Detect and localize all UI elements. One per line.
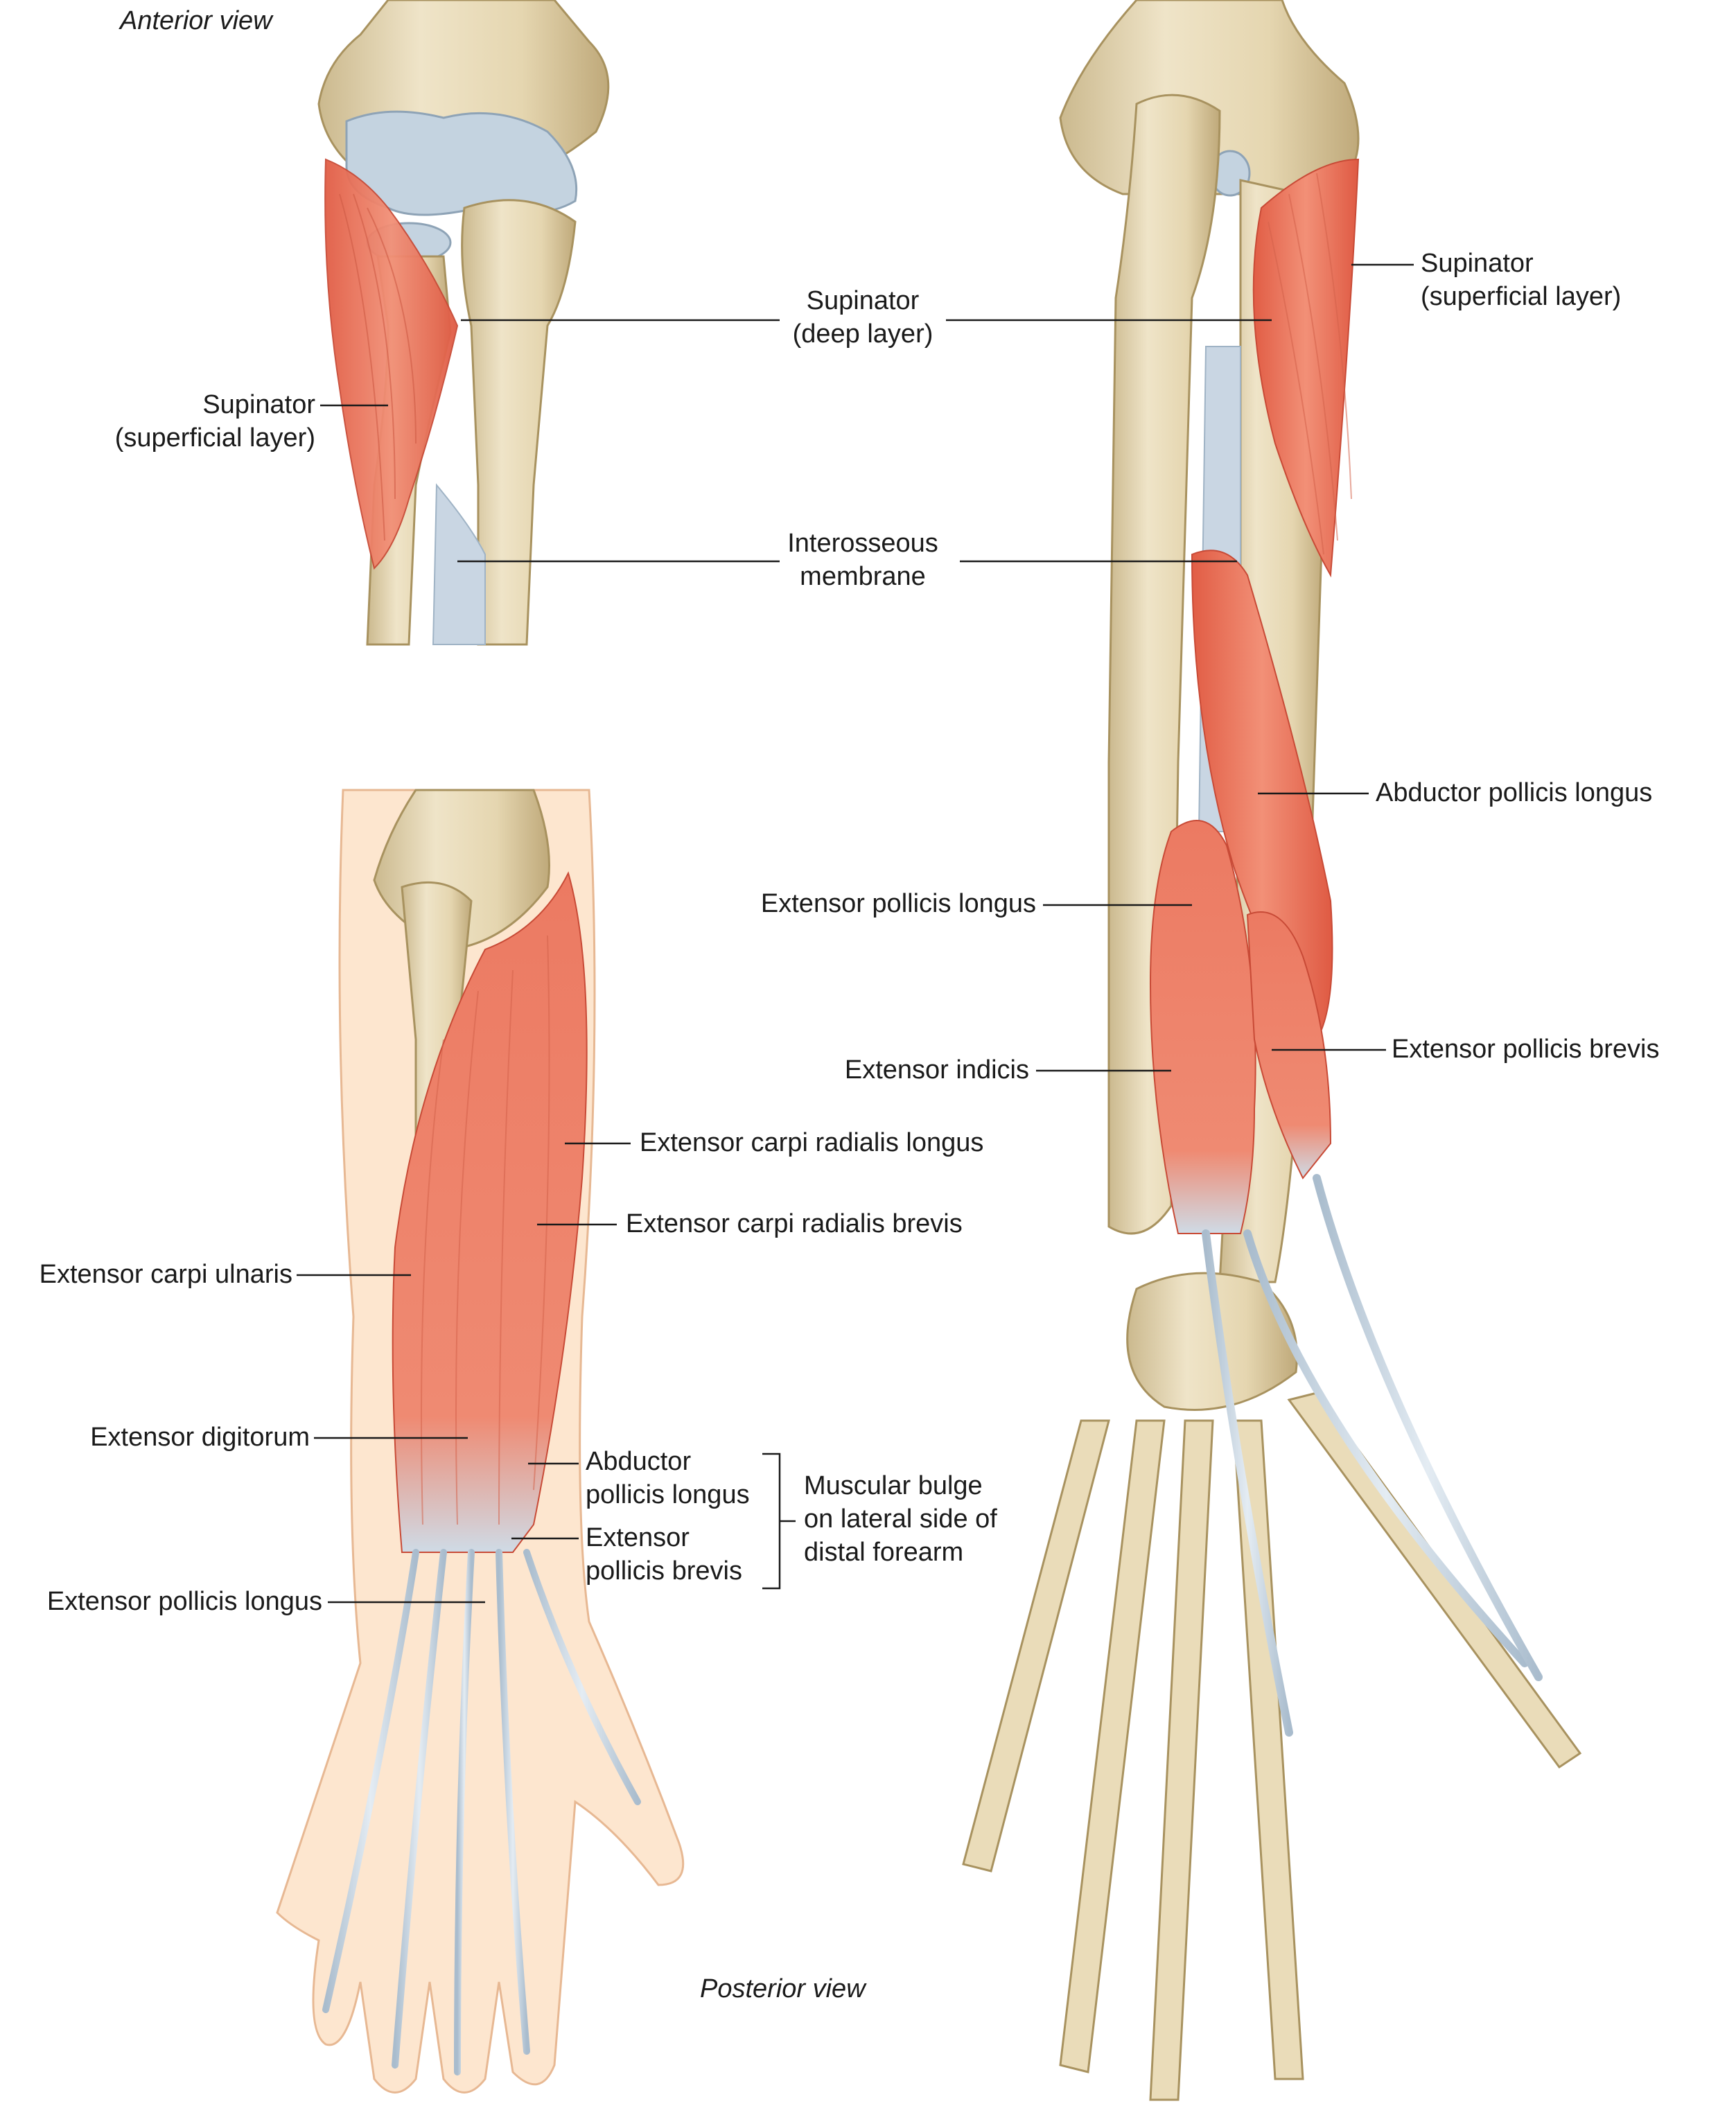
label-supinator-deep: Supinator (deep layer) xyxy=(792,286,933,349)
deep-extensor-group xyxy=(1149,820,1256,1234)
supinator-right xyxy=(1252,158,1360,578)
leader-lines xyxy=(297,263,1414,1604)
label-extensor-carpi-ulnaris: Extensor carpi ulnaris xyxy=(39,1260,292,1289)
posterior-view-title: Posterior view xyxy=(700,1974,866,2003)
label-extensor-pollicis-brevis-right: Extensor pollicis brevis xyxy=(1392,1035,1660,1064)
label-extensor-carpi-radialis-longus: Extensor carpi radialis longus xyxy=(640,1128,984,1157)
anterior-view-illustration xyxy=(317,0,610,646)
label-supinator-superficial-left: Supinator (superficial layer) xyxy=(114,390,315,453)
interosseous-membrane-anterior xyxy=(432,483,486,645)
extensor-tendons-posterior xyxy=(322,1549,641,2076)
label-abductor-pollicis-longus-left: Abductor pollicis longus xyxy=(586,1447,750,1509)
label-extensor-carpi-radialis-brevis: Extensor carpi radialis brevis xyxy=(626,1209,963,1238)
label-abductor-pollicis-longus-right: Abductor pollicis longus xyxy=(1376,778,1653,807)
label-interosseous-membrane: Interosseous membrane xyxy=(787,529,938,591)
label-extensor-indicis: Extensor indicis xyxy=(844,1055,1029,1085)
carpal-bones xyxy=(1126,1272,1298,1411)
deep-posterior-illustration xyxy=(962,0,1582,2101)
posterior-view-illustration xyxy=(276,789,685,2094)
extensor-muscle-mass xyxy=(392,871,588,1553)
finger-bones-right xyxy=(962,1392,1582,2101)
extensor-tendons-right xyxy=(1202,1174,1543,1737)
extensor-pollicis-brevis-right xyxy=(1246,911,1332,1179)
label-muscular-bulge: Muscular bulge on lateral side of distal… xyxy=(804,1471,997,1567)
label-extensor-pollicis-longus-right: Extensor pollicis longus xyxy=(760,889,1036,918)
abductor-pollicis-longus-right xyxy=(1191,550,1333,1041)
anterior-view-title: Anterior view xyxy=(120,6,272,35)
label-extensor-pollicis-longus-left: Extensor pollicis longus xyxy=(46,1587,322,1616)
bracket-muscular-bulge xyxy=(762,1453,796,1590)
ulna-anterior xyxy=(461,199,577,646)
supinator-anterior xyxy=(324,158,459,570)
label-extensor-pollicis-brevis-left: Extensor pollicis brevis xyxy=(586,1523,742,1586)
label-extensor-digitorum: Extensor digitorum xyxy=(90,1423,310,1452)
label-supinator-superficial-right: Supinator (superficial layer) xyxy=(1421,249,1622,311)
